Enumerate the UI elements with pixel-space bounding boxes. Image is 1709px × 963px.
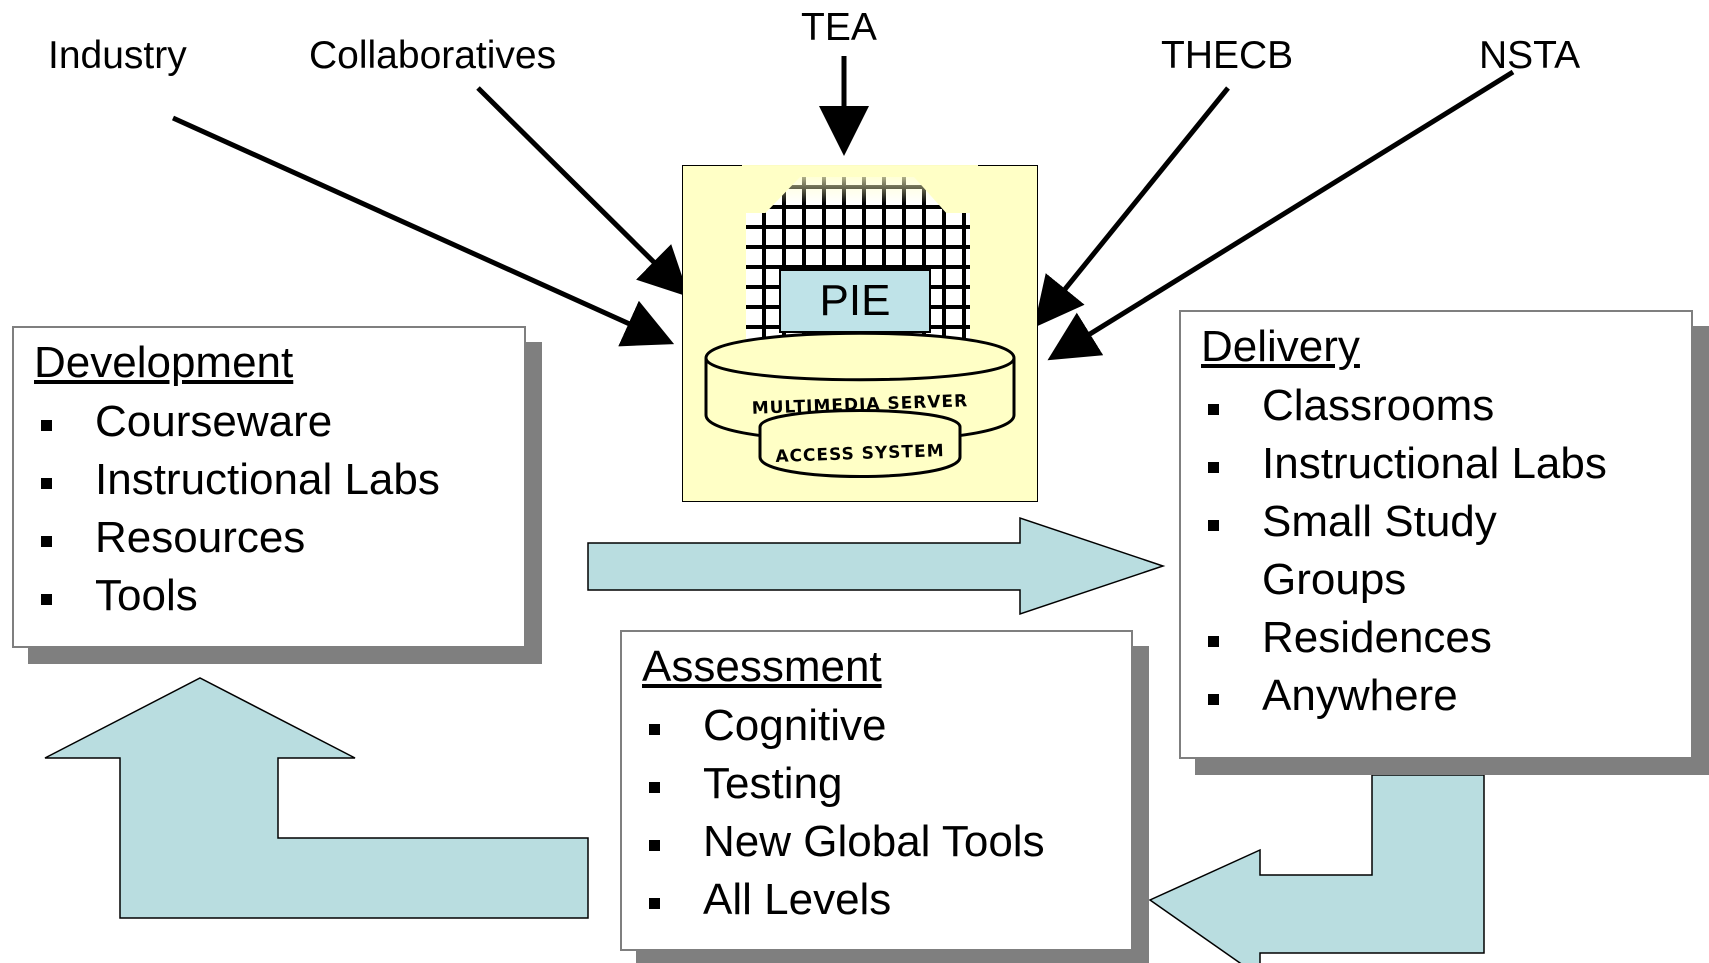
list-item: Small Study [1201, 493, 1607, 551]
list-item: Cognitive [642, 697, 1045, 755]
square-bullet-icon [41, 478, 52, 489]
square-bullet-icon [1208, 520, 1219, 531]
arrow-nsta [1047, 69, 1515, 361]
list-item-continuation: Groups [1262, 555, 1407, 604]
list-item: Courseware [34, 393, 440, 451]
list-item: Tools [34, 567, 440, 625]
square-bullet-icon [41, 536, 52, 547]
list-item: New Global Tools [642, 813, 1045, 871]
arrow-collaboratives [476, 86, 690, 298]
flow-arrow-development-to-delivery [587, 516, 1166, 616]
delivery-list: Classrooms Instructional Labs Small Stud… [1201, 377, 1607, 725]
assessment-title: Assessment [642, 642, 882, 691]
square-bullet-icon [41, 594, 52, 605]
list-item: Residences [1201, 609, 1607, 667]
source-tea-label: TEA [801, 6, 877, 49]
square-bullet-icon [649, 840, 660, 851]
server-tower-icon [681, 164, 1039, 503]
square-bullet-icon [1208, 636, 1219, 647]
square-bullet-icon [649, 724, 660, 735]
arrow-thecb [1033, 86, 1230, 328]
list-item: All Levels [642, 871, 1045, 929]
square-bullet-icon [1208, 694, 1219, 705]
assessment-list: Cognitive Testing New Global Tools All L… [642, 697, 1045, 929]
square-bullet-icon [41, 420, 52, 431]
assessment-box: Assessment Cognitive Testing New Global … [620, 630, 1133, 951]
delivery-title: Delivery [1201, 322, 1360, 371]
list-item: Resources [34, 509, 440, 567]
source-industry-label: Industry [48, 34, 187, 77]
square-bullet-icon [1208, 462, 1219, 473]
flow-arrow-delivery-to-assessment [1148, 774, 1485, 963]
source-collaboratives-label: Collaboratives [309, 34, 557, 77]
square-bullet-icon [649, 782, 660, 793]
delivery-box: Delivery Classrooms Instructional Labs S… [1179, 310, 1693, 759]
pie-label: PIE [819, 276, 891, 325]
development-list: Courseware Instructional Labs Resources … [34, 393, 440, 625]
square-bullet-icon [1208, 404, 1219, 415]
list-item: Instructional Labs [1201, 435, 1607, 493]
development-title: Development [34, 338, 294, 387]
source-thecb-label: THECB [1161, 34, 1294, 77]
list-item: Anywhere [1201, 667, 1607, 725]
pie-server-graphic: PIE MULTIMEDIA SERVER ACCESS SYSTEM [681, 164, 1039, 503]
arrow-industry [171, 115, 675, 347]
list-item: Instructional Labs [34, 451, 440, 509]
development-box: Development Courseware Instructional Lab… [12, 326, 526, 648]
list-item: Classrooms [1201, 377, 1607, 435]
square-bullet-icon [649, 898, 660, 909]
source-nsta-label: NSTA [1479, 34, 1581, 77]
flow-arrow-assessment-to-development [44, 677, 589, 919]
list-item: Testing [642, 755, 1045, 813]
